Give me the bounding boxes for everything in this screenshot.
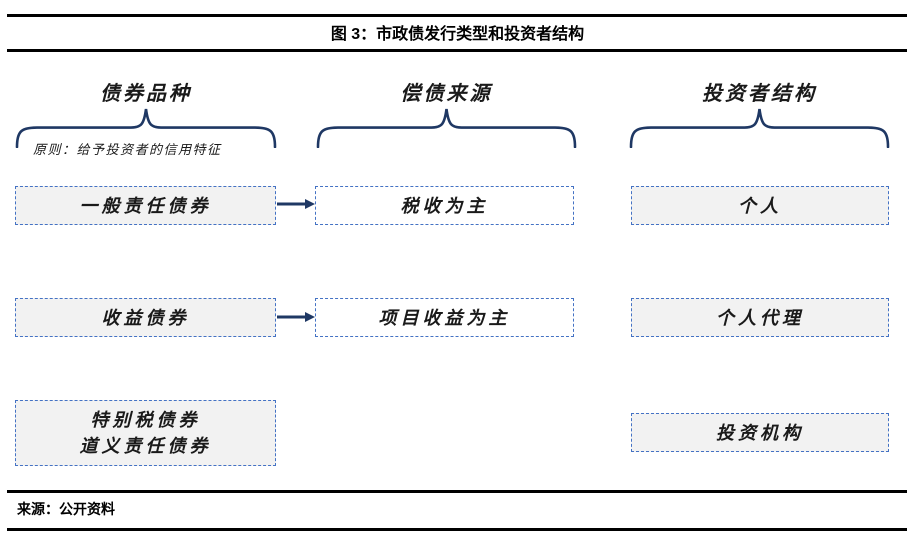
- box-special-tax-moral-obligation-bond: 特别税债券 道义责任债券: [15, 400, 276, 466]
- source-divider-rule: [7, 490, 907, 493]
- box-label-line1: 特别税债券: [90, 410, 201, 430]
- box-project-revenue-based: 项目收益为主: [315, 298, 574, 337]
- box-tax-revenue-based: 税收为主: [315, 186, 574, 225]
- box-investment-institutions: 投资机构: [631, 413, 889, 452]
- box-label: 税收为主: [400, 195, 489, 216]
- box-label: 项目收益为主: [378, 307, 511, 328]
- box-label: 个人代理: [716, 307, 804, 328]
- top-rule: [7, 14, 907, 17]
- box-label: 收益债券: [101, 307, 190, 328]
- principle-note: 原则：给予投资者的信用特征: [33, 142, 222, 157]
- box-individuals: 个人: [631, 186, 889, 225]
- title-divider-rule: [7, 49, 907, 52]
- brace-icon: [316, 105, 577, 148]
- arrow-right-icon: [276, 311, 316, 323]
- box-revenue-bond: 收益债券: [15, 298, 276, 337]
- arrow-right-icon: [276, 198, 316, 210]
- column-header-bond-types: 债券品种: [100, 83, 192, 105]
- box-label-line2: 道义责任债券: [79, 436, 212, 456]
- brace-icon: [629, 105, 890, 148]
- box-individual-agents: 个人代理: [631, 298, 889, 337]
- column-header-repayment-source: 偿债来源: [400, 83, 493, 105]
- brace-icon: [15, 105, 277, 148]
- box-label: 一般责任债券: [79, 195, 212, 216]
- bottom-rule: [7, 528, 907, 531]
- figure-title: 图 3：市政债发行类型和投资者结构: [330, 26, 585, 43]
- column-header-investor-structure: 投资者结构: [702, 83, 817, 105]
- box-label: 个人: [738, 195, 782, 216]
- box-label: 投资机构: [716, 422, 804, 443]
- box-general-obligation-bond: 一般责任债券: [15, 186, 276, 225]
- source-text: 来源：公开资料: [17, 501, 115, 517]
